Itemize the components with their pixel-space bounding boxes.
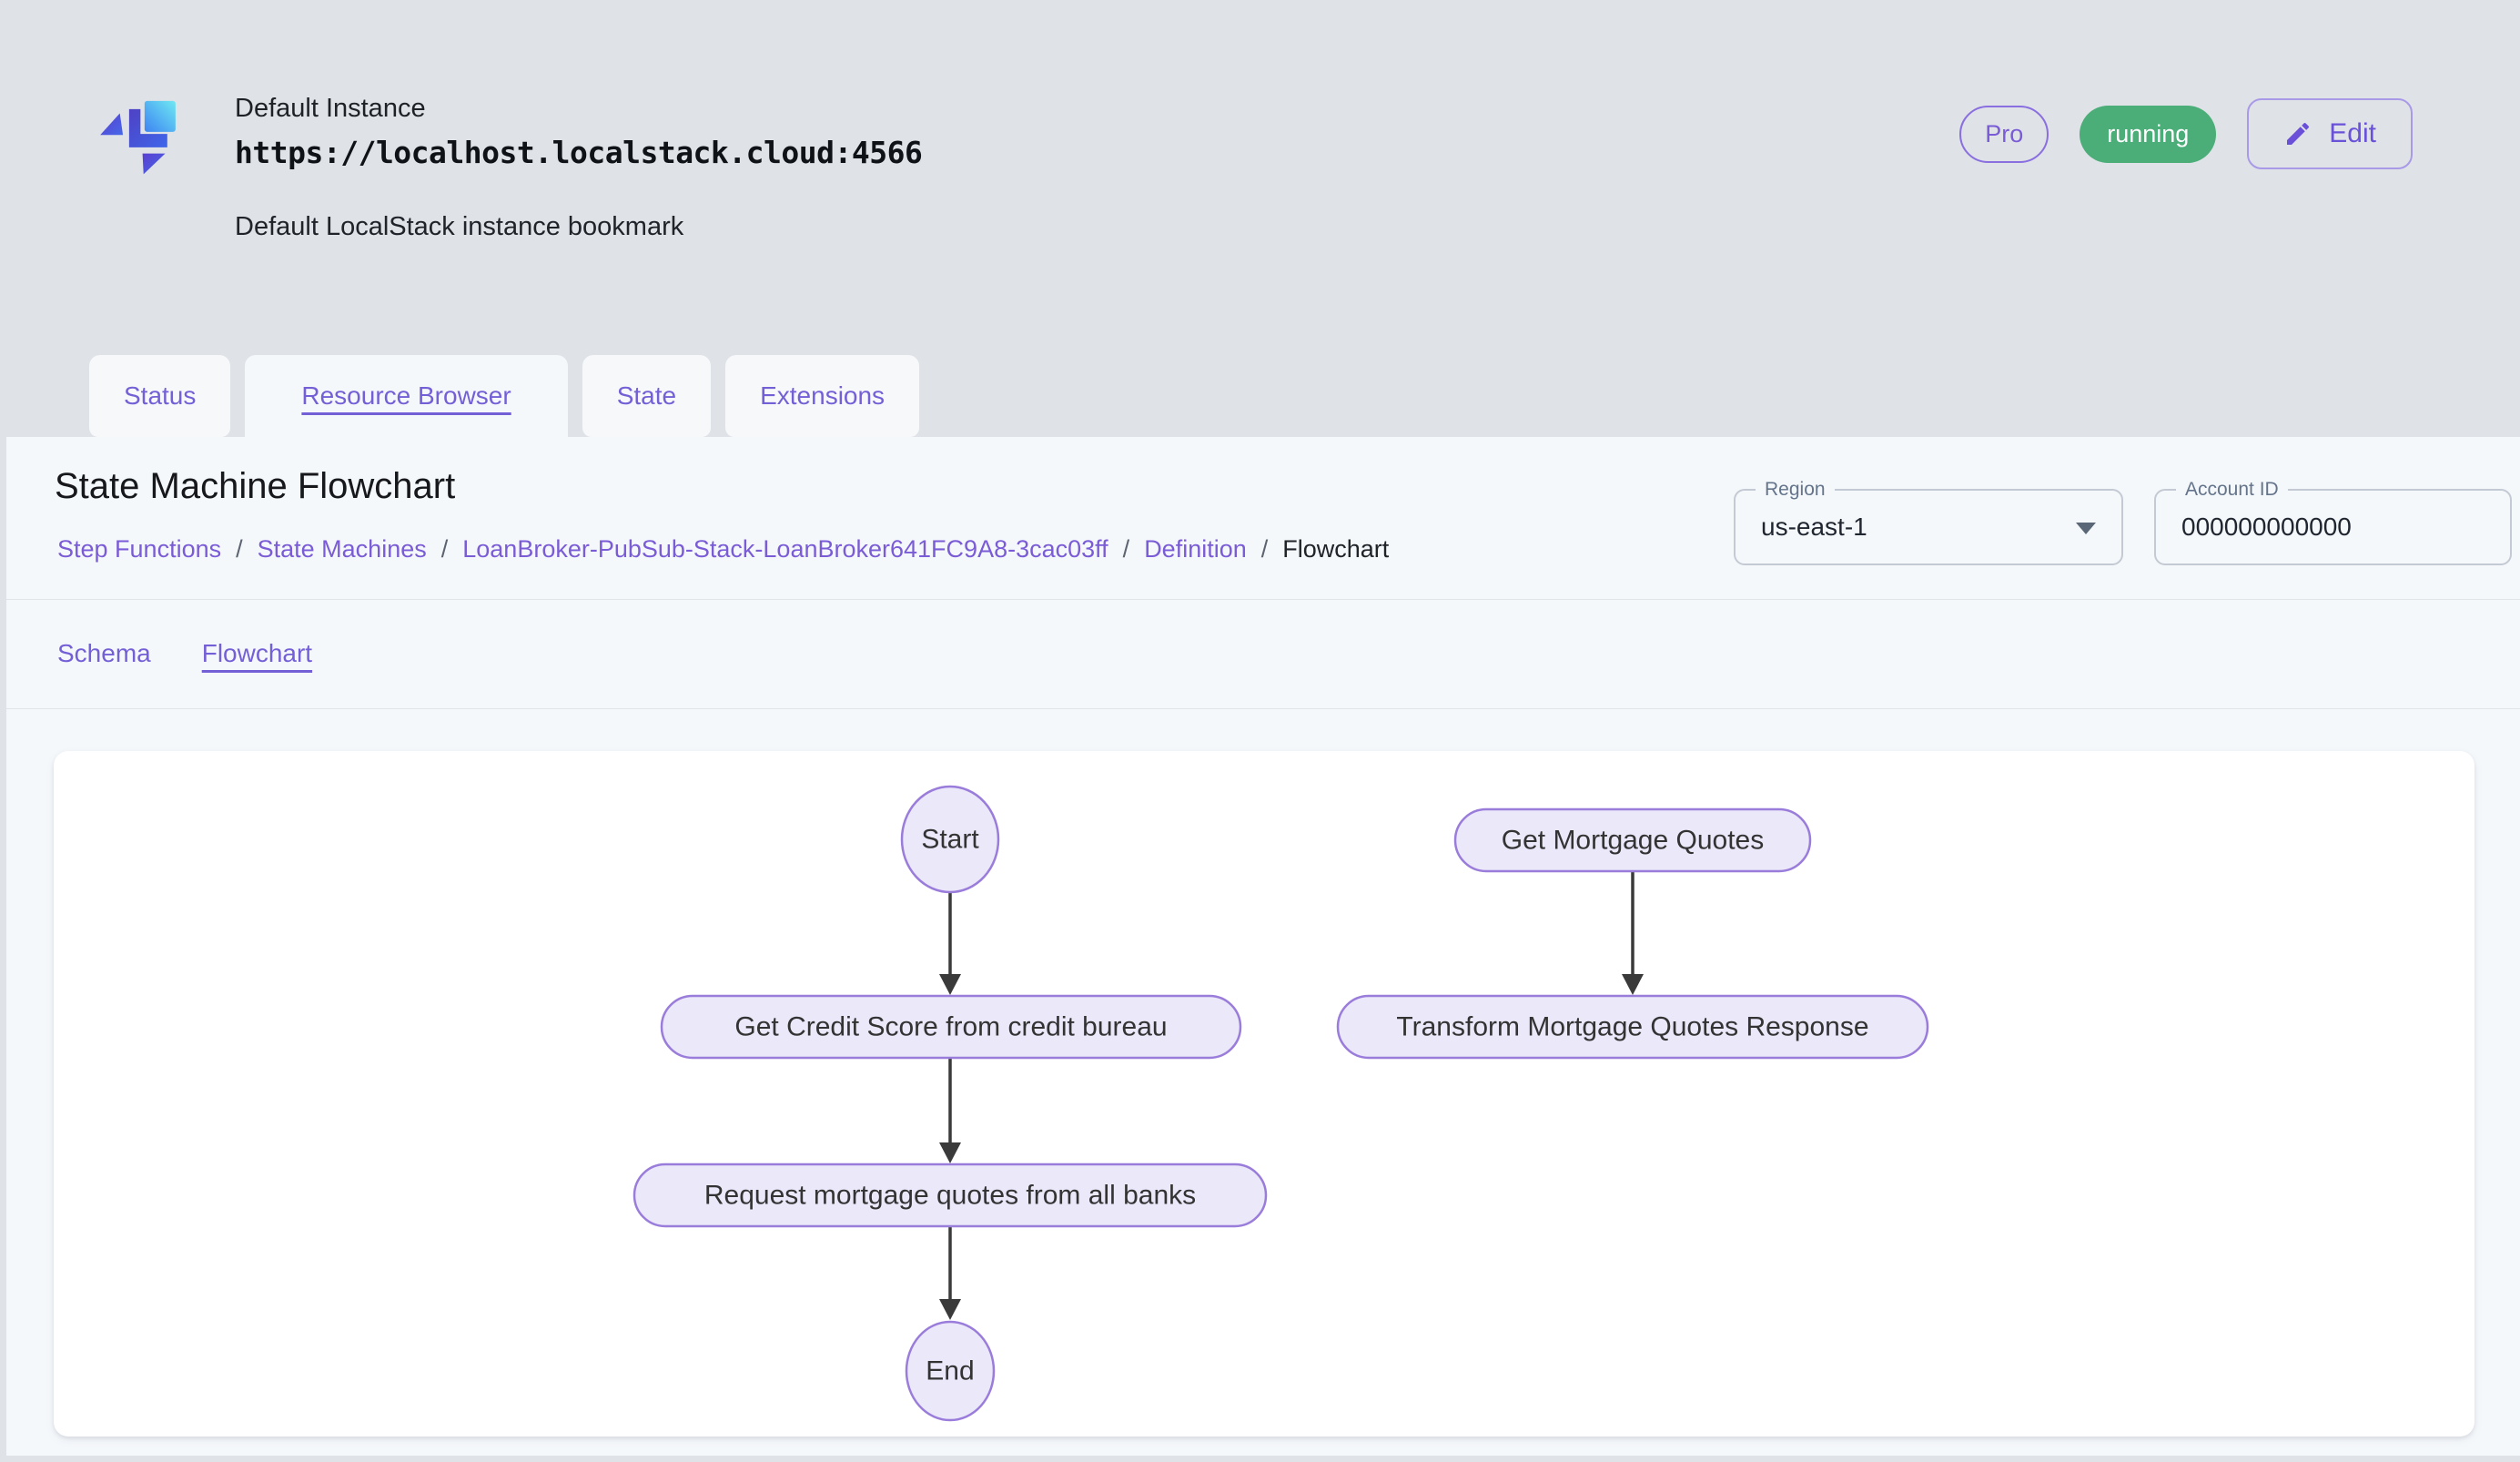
resource-browser-panel: State Machine Flowchart Step Functions /… xyxy=(6,437,2520,1456)
breadcrumb: Step Functions / State Machines / LoanBr… xyxy=(57,535,1389,563)
header-actions: Pro running Edit xyxy=(1959,98,2413,169)
instance-name: Default Instance xyxy=(235,94,922,124)
instance-description: Default LocalStack instance bookmark xyxy=(235,212,922,242)
status-badge: running xyxy=(2080,106,2216,163)
localstack-logo-icon xyxy=(84,80,207,217)
instance-info: Default Instance https://localhost.local… xyxy=(235,94,922,242)
flowchart-card: Start Get Credit Score from credit burea… xyxy=(54,751,2474,1437)
breadcrumb-state-machines[interactable]: State Machines xyxy=(258,535,427,563)
breadcrumb-separator: / xyxy=(236,535,243,563)
edit-button[interactable]: Edit xyxy=(2247,98,2413,169)
account-id-input[interactable] xyxy=(2156,491,2510,563)
breadcrumb-separator: / xyxy=(441,535,449,563)
pencil-icon xyxy=(2283,119,2313,148)
breadcrumb-step-functions[interactable]: Step Functions xyxy=(57,535,221,563)
node-request-mortgage-quotes: Request mortgage quotes from all banks xyxy=(634,1164,1266,1226)
region-value: us-east-1 xyxy=(1761,513,1867,542)
edit-button-label: Edit xyxy=(2329,118,2376,149)
instance-url: https://localhost.localstack.cloud:4566 xyxy=(235,135,922,170)
node-get-mortgage-quotes: Get Mortgage Quotes xyxy=(1455,809,1810,871)
region-label: Region xyxy=(1756,478,1835,502)
breadcrumb-separator: / xyxy=(1261,535,1269,563)
page-title: State Machine Flowchart xyxy=(55,466,455,507)
svg-text:Request mortgage quotes from a: Request mortgage quotes from all banks xyxy=(704,1181,1196,1211)
definition-subtabs: Schema Flowchart xyxy=(57,599,312,708)
svg-text:Transform Mortgage Quotes Resp: Transform Mortgage Quotes Response xyxy=(1396,1012,1868,1042)
svg-text:End: End xyxy=(926,1356,974,1386)
region-select[interactable]: Region us-east-1 xyxy=(1734,489,2123,565)
breadcrumb-state-machine-name[interactable]: LoanBroker-PubSub-Stack-LoanBroker641FC9… xyxy=(462,535,1108,563)
subtab-schema[interactable]: Schema xyxy=(57,639,151,668)
tab-state[interactable]: State xyxy=(582,355,711,437)
pro-badge: Pro xyxy=(1959,106,2049,163)
header-divider xyxy=(6,599,2520,600)
breadcrumb-separator: / xyxy=(1123,535,1130,563)
state-machine-flowchart: Start Get Credit Score from credit burea… xyxy=(54,751,2474,1437)
node-start: Start xyxy=(902,787,998,892)
subtabs-divider xyxy=(6,708,2520,709)
dropdown-caret-icon xyxy=(2076,523,2096,534)
breadcrumb-current: Flowchart xyxy=(1282,535,1389,563)
breadcrumb-definition[interactable]: Definition xyxy=(1144,535,1247,563)
node-end: End xyxy=(906,1322,994,1420)
node-transform-mortgage-quotes: Transform Mortgage Quotes Response xyxy=(1338,996,1928,1058)
tab-status[interactable]: Status xyxy=(89,355,230,437)
subtab-flowchart[interactable]: Flowchart xyxy=(202,639,312,668)
tab-extensions[interactable]: Extensions xyxy=(725,355,919,437)
svg-text:Get Mortgage Quotes: Get Mortgage Quotes xyxy=(1502,826,1765,856)
svg-text:Start: Start xyxy=(921,825,979,855)
account-id-field: Account ID xyxy=(2154,489,2512,565)
flowchart-edges xyxy=(939,872,1644,1320)
main-tabs: Status Resource Browser State Extensions xyxy=(89,355,919,437)
svg-text:Get Credit Score from credit b: Get Credit Score from credit bureau xyxy=(734,1012,1167,1042)
tab-resource-browser[interactable]: Resource Browser xyxy=(245,355,567,437)
node-get-credit-score: Get Credit Score from credit bureau xyxy=(662,996,1240,1058)
